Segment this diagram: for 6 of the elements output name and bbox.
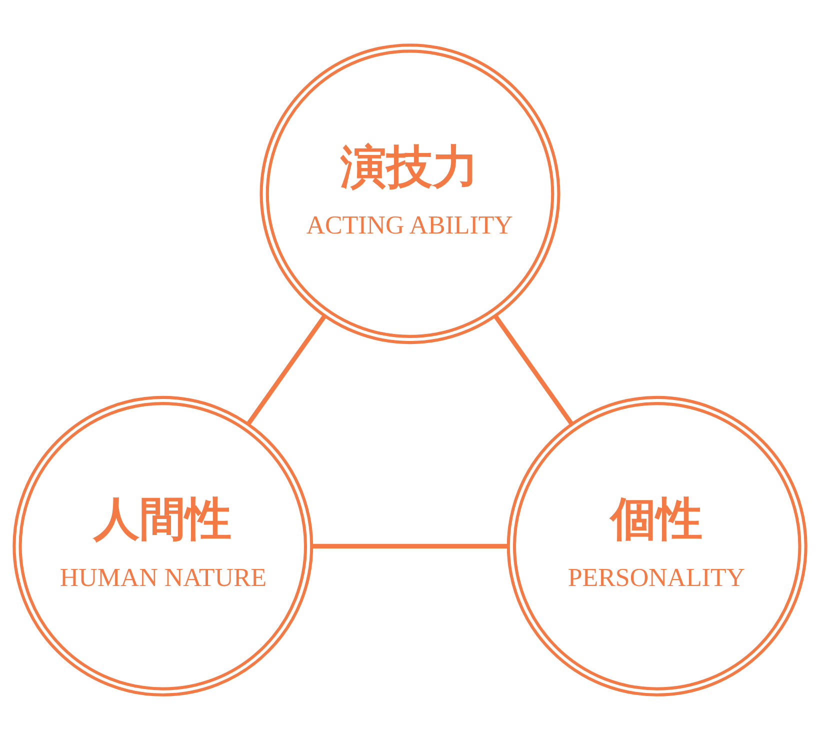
node-circle: 個性 PERSONALITY xyxy=(506,396,808,696)
node-circle: 人間性 HUMAN NATURE xyxy=(12,396,314,696)
node-circle: 演技力 ACTING ABILITY xyxy=(260,44,560,344)
connector xyxy=(312,544,508,548)
connector xyxy=(246,314,326,426)
connector xyxy=(494,314,574,426)
